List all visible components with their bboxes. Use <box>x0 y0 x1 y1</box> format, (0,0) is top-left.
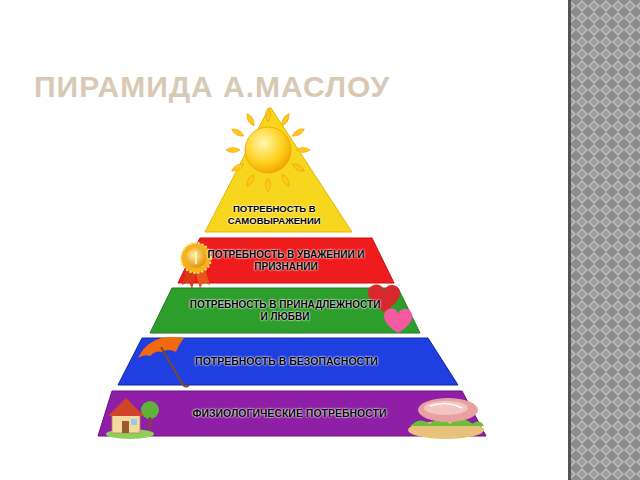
sun-ray <box>296 148 310 153</box>
sun-ray <box>230 127 245 138</box>
level-fill <box>98 391 486 436</box>
level-label: ПОТРЕБНОСТЬ В БЕЗОПАСНОСТИ <box>162 355 412 368</box>
medal-icon <box>181 243 211 289</box>
sandwich-icon <box>408 398 484 439</box>
pyramid-level: ФИЗИОЛОГИЧЕСКИЕ ПОТРЕБНОСТИ <box>98 391 486 436</box>
umbrella-icon <box>138 337 189 387</box>
sun-disc <box>245 127 291 173</box>
level-label: ПОТРЕБНОСТЬ В ПРИНАДЛЕЖНОСТИ И ЛЮБВИ <box>185 299 385 323</box>
level-fill <box>118 338 458 385</box>
sun-ray <box>266 108 271 122</box>
sun-ray <box>245 173 256 188</box>
slide-title: ПИРАМИДА А.МАСЛОУ <box>34 70 390 104</box>
sun-ray <box>226 148 240 153</box>
house-icon <box>106 398 159 439</box>
level-fill <box>150 288 420 333</box>
sun-ray <box>280 112 291 127</box>
level-label: ПОТРЕБНОСТЬ В УВАЖЕНИИ И ПРИЗНАНИИ <box>201 249 371 273</box>
pyramid-level: ПОТРЕБНОСТЬ В САМОВЫРАЖЕНИИ <box>205 108 352 232</box>
pyramid-level: ПОТРЕБНОСТЬ В БЕЗОПАСНОСТИ <box>118 338 458 385</box>
level-fill <box>178 238 394 283</box>
sun-ray <box>280 173 291 188</box>
sun-ray <box>230 162 245 173</box>
hearts-icon <box>368 285 412 333</box>
pyramid-level: ПОТРЕБНОСТЬ В УВАЖЕНИИ И ПРИЗНАНИИ <box>178 238 394 283</box>
sun-ray <box>245 112 256 127</box>
pyramid-level: ПОТРЕБНОСТЬ В ПРИНАДЛЕЖНОСТИ И ЛЮБВИ <box>150 288 420 333</box>
sun-ray <box>266 178 271 192</box>
level-fill <box>205 108 352 232</box>
level-label: ПОТРЕБНОСТЬ В САМОВЫРАЖЕНИИ <box>215 203 333 226</box>
checker-strip <box>571 0 640 480</box>
level-label: ФИЗИОЛОГИЧЕСКИЕ ПОТРЕБНОСТИ <box>140 407 440 420</box>
sun-ray <box>291 127 306 138</box>
strip-edge <box>568 0 571 480</box>
sun-icon <box>226 108 310 192</box>
sun-ray <box>291 162 306 173</box>
